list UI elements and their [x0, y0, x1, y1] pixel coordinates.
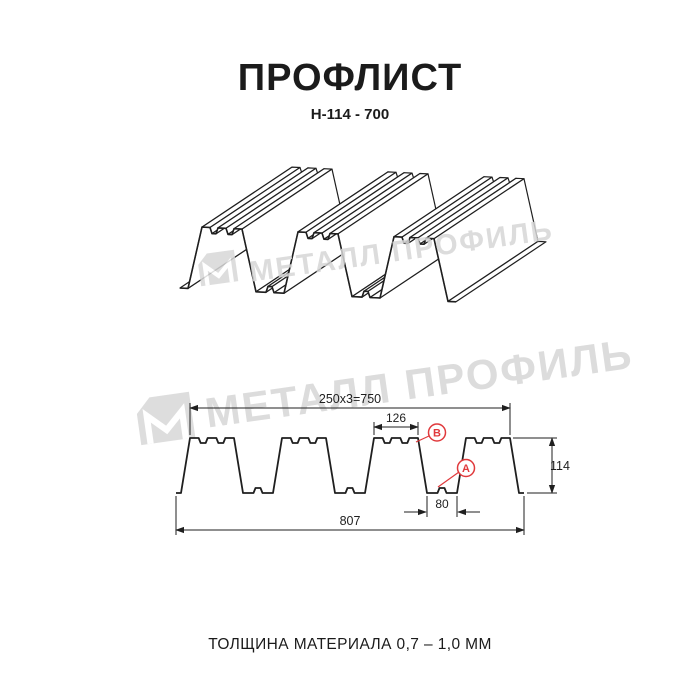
point-label-b: В	[415, 423, 447, 443]
cross-section-view	[176, 437, 524, 494]
dim-valley-width-value: 80	[435, 497, 449, 511]
watermark-large: МЕТАЛЛ ПРОФИЛЬ	[135, 330, 636, 446]
metall-profil-logo-icon	[135, 392, 195, 445]
dim-top-width-value: 250x3=750	[319, 392, 381, 406]
sheet-front-edge-3d	[179, 226, 457, 303]
dim-valley-width: 80	[404, 496, 480, 517]
profile-3d-view	[179, 166, 547, 303]
material-thickness-note: ТОЛЩИНА МАТЕРИАЛА 0,7 – 1,0 ММ	[208, 636, 492, 653]
point-a-letter: А	[462, 463, 470, 475]
dim-height-value: 114	[550, 459, 570, 473]
point-b-letter: В	[433, 428, 441, 440]
dim-flange-width-value: 126	[386, 411, 406, 425]
dim-height: 114	[513, 437, 570, 494]
cross-section-profile	[176, 437, 524, 494]
leader-line	[415, 435, 430, 443]
page-title: ПРОФЛИСТ	[237, 57, 463, 99]
dim-flange-width: 126	[373, 411, 419, 435]
dim-top-width: 250x3=750	[189, 392, 511, 435]
page-subtitle: Н-114 - 700	[310, 106, 390, 123]
point-b-circle	[427, 423, 447, 442]
leader-line	[437, 471, 460, 488]
point-label-a: А	[437, 458, 476, 488]
watermark-text: МЕТАЛЛ ПРОФИЛЬ	[202, 330, 636, 437]
point-a-circle	[456, 458, 476, 478]
dim-overall-width: 807	[175, 496, 525, 535]
dim-overall-width-value: 807	[340, 514, 361, 528]
